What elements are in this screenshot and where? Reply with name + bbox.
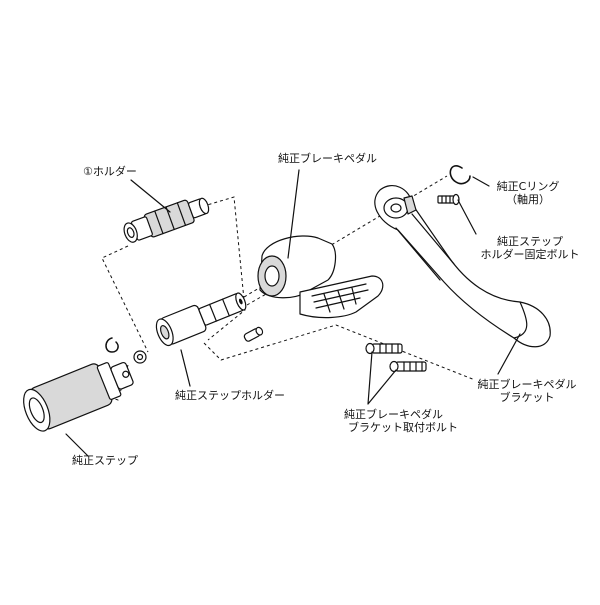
step-holder-part	[155, 292, 247, 347]
bracket-bolt-leader-line	[367, 351, 397, 405]
small-c-clip-part	[105, 337, 119, 353]
step-part	[23, 361, 134, 432]
label-oem-step-holder: 純正ステップホルダー	[175, 389, 285, 402]
label-c-ring: 純正Cリング （軸用）	[486, 180, 570, 206]
holder-part	[123, 197, 210, 243]
label-bracket-bolt-line2: ブラケット取付ボルト	[348, 421, 458, 434]
c-ring-part	[449, 165, 471, 185]
c-ring-leader-line	[472, 176, 490, 187]
label-step-holder-bolt: 純正ステップ ホルダー固定ボルト	[474, 235, 586, 261]
label-c-ring-line2: （軸用）	[506, 193, 550, 206]
label-bracket-bolt-line1: 純正ブレーキペダル	[344, 408, 443, 421]
label-c-ring-line1: 純正Cリング	[496, 180, 560, 193]
holder-leader-line	[130, 179, 171, 213]
brake-pedal-arm-part	[374, 185, 551, 348]
label-pedal-bracket-line1: 純正ブレーキペダル	[477, 378, 577, 391]
washer-part	[133, 350, 147, 364]
label-oem-brake-pedal: 純正ブレーキペダル	[278, 152, 377, 165]
label-oem-step: 純正ステップ	[72, 454, 138, 467]
bracket-bolt-upper-part	[365, 342, 403, 355]
label-pedal-bracket: 純正ブレーキペダル ブラケット	[472, 378, 582, 404]
pin-part	[243, 326, 264, 342]
brake-pedal-part	[257, 235, 384, 319]
label-step-holder-bolt-line1: 純正ステップ	[497, 235, 563, 248]
label-pedal-bracket-line2: ブラケット	[499, 391, 555, 404]
label-bracket-bolt: 純正ブレーキペダル ブラケット取付ボルト	[344, 408, 458, 434]
step-holder-leader-line	[180, 349, 191, 387]
step-holder-bolt-part	[437, 193, 460, 206]
label-step-holder-bolt-line2: ホルダー固定ボルト	[480, 248, 580, 261]
bracket-bolt-lower-part	[389, 360, 427, 373]
label-holder: ①ホルダー	[83, 165, 137, 178]
pedal-bracket-leader-line	[497, 333, 521, 375]
brake-pedal-leader-line	[287, 169, 300, 259]
step-leader-line	[65, 433, 89, 457]
step-holder-bolt-leader-line	[457, 199, 477, 235]
